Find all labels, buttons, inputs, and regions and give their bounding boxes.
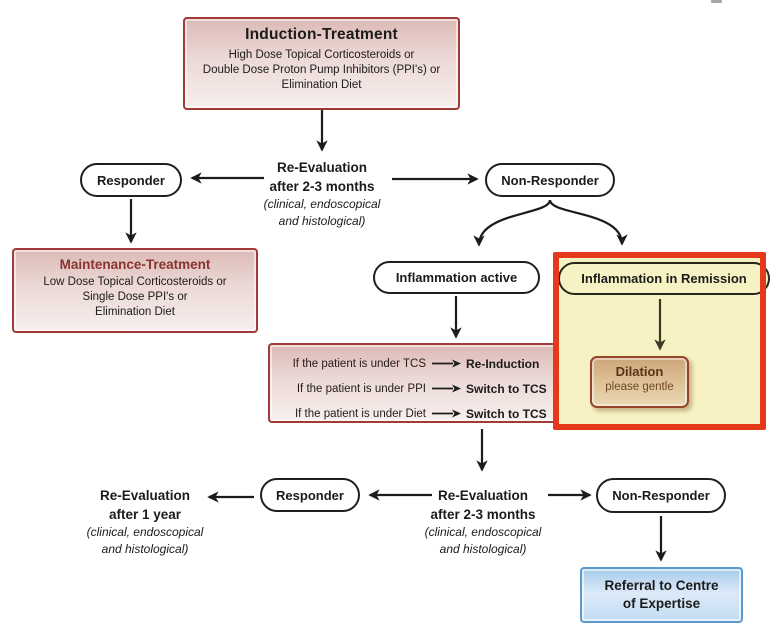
re-evaluation-top-title-1: Re-Evaluation bbox=[276, 160, 368, 175]
responder-bottom-oval: Responder bbox=[260, 478, 360, 512]
responder-top-oval: Responder bbox=[80, 163, 182, 197]
right-arrow-icon bbox=[432, 384, 461, 393]
page-edge-artifact bbox=[711, 0, 722, 3]
decision-row-diet: If the patient is under Diet Switch to T… bbox=[274, 401, 554, 426]
decision-condition-tcs: If the patient is under TCS bbox=[292, 357, 426, 370]
re-evaluation-year-title-1: Re-Evaluation bbox=[99, 488, 191, 503]
inflammation-active-oval: Inflammation active bbox=[373, 261, 540, 294]
re-evaluation-top-note-1: (clinical, endoscopical bbox=[263, 197, 381, 211]
re-evaluation-top: Re-Evaluation after 2-3 months (clinical… bbox=[237, 158, 407, 230]
right-arrow-icon bbox=[432, 359, 461, 368]
maintenance-title: Maintenance-Treatment bbox=[59, 257, 211, 272]
re-evaluation-bottom: Re-Evaluation after 2-3 months (clinical… bbox=[398, 486, 568, 558]
inflammation-active-label: Inflammation active bbox=[395, 270, 518, 285]
re-evaluation-bottom-title-1: Re-Evaluation bbox=[437, 488, 529, 503]
maintenance-line-2: Single Dose PPI's or bbox=[82, 291, 188, 303]
dilation-subtitle: please gentle bbox=[605, 381, 674, 393]
responder-bottom-label: Responder bbox=[276, 487, 344, 503]
re-evaluation-year: Re-Evaluation after 1 year (clinical, en… bbox=[60, 486, 230, 558]
re-evaluation-bottom-note-2: and histological) bbox=[439, 542, 527, 556]
dilation-box: Dilation please gentle bbox=[590, 356, 689, 408]
decision-action-diet: Switch to TCS bbox=[466, 406, 547, 421]
decision-action-ppi: Switch to TCS bbox=[466, 381, 547, 396]
responder-top-label: Responder bbox=[97, 172, 165, 188]
decision-condition-ppi: If the patient is under PPI bbox=[296, 382, 426, 395]
dilation-title: Dilation bbox=[615, 364, 664, 379]
inflammation-remission-label: Inflammation in Remission bbox=[581, 271, 747, 286]
maintenance-treatment-box: Maintenance-Treatment Low Dose Topical C… bbox=[12, 248, 258, 333]
decision-action-tcs: Re-Induction bbox=[466, 356, 540, 371]
induction-treatment-box: Induction-Treatment High Dose Topical Co… bbox=[183, 17, 460, 110]
non-responder-bottom-label: Non-Responder bbox=[612, 488, 710, 503]
arrow-non-responder-to-inflammation-remission bbox=[548, 199, 628, 246]
referral-line-2: of Expertise bbox=[622, 596, 701, 611]
right-arrow-icon bbox=[432, 409, 461, 418]
decision-row-ppi: If the patient is under PPI Switch to TC… bbox=[274, 376, 554, 401]
non-responder-top-label: Non-Responder bbox=[501, 172, 599, 188]
decision-condition-diet: If the patient is under Diet bbox=[294, 407, 426, 420]
non-responder-top-oval: Non-Responder bbox=[485, 163, 615, 197]
re-evaluation-year-note-1: (clinical, endoscopical bbox=[86, 525, 204, 539]
referral-box: Referral to Centre of Expertise bbox=[580, 567, 743, 623]
re-evaluation-top-title-2: after 2-3 months bbox=[269, 179, 375, 194]
decision-row-tcs: If the patient is under TCS Re-Induction bbox=[274, 351, 554, 376]
decision-rules-box: If the patient is under TCS Re-Induction… bbox=[268, 343, 558, 423]
re-evaluation-bottom-title-2: after 2-3 months bbox=[430, 507, 536, 522]
re-evaluation-top-note-2: and histological) bbox=[278, 214, 366, 228]
referral-line-1: Referral to Centre bbox=[604, 578, 719, 593]
arrow-non-responder-to-inflammation-active bbox=[473, 199, 552, 247]
re-evaluation-bottom-note-1: (clinical, endoscopical bbox=[424, 525, 542, 539]
maintenance-line-3: Elimination Diet bbox=[95, 306, 175, 318]
induction-line-2: Double Dose Proton Pump Inhibitors (PPI'… bbox=[202, 64, 441, 76]
inflammation-remission-oval: Inflammation in Remission bbox=[558, 262, 770, 295]
induction-line-3: Elimination Diet bbox=[281, 79, 362, 91]
re-evaluation-year-note-2: and histological) bbox=[101, 542, 189, 556]
non-responder-bottom-oval: Non-Responder bbox=[596, 478, 726, 513]
maintenance-line-1: Low Dose Topical Corticosteroids or bbox=[43, 276, 227, 288]
induction-title: Induction-Treatment bbox=[245, 26, 398, 43]
induction-line-1: High Dose Topical Corticosteroids or bbox=[228, 49, 415, 61]
re-evaluation-year-title-2: after 1 year bbox=[108, 507, 182, 522]
